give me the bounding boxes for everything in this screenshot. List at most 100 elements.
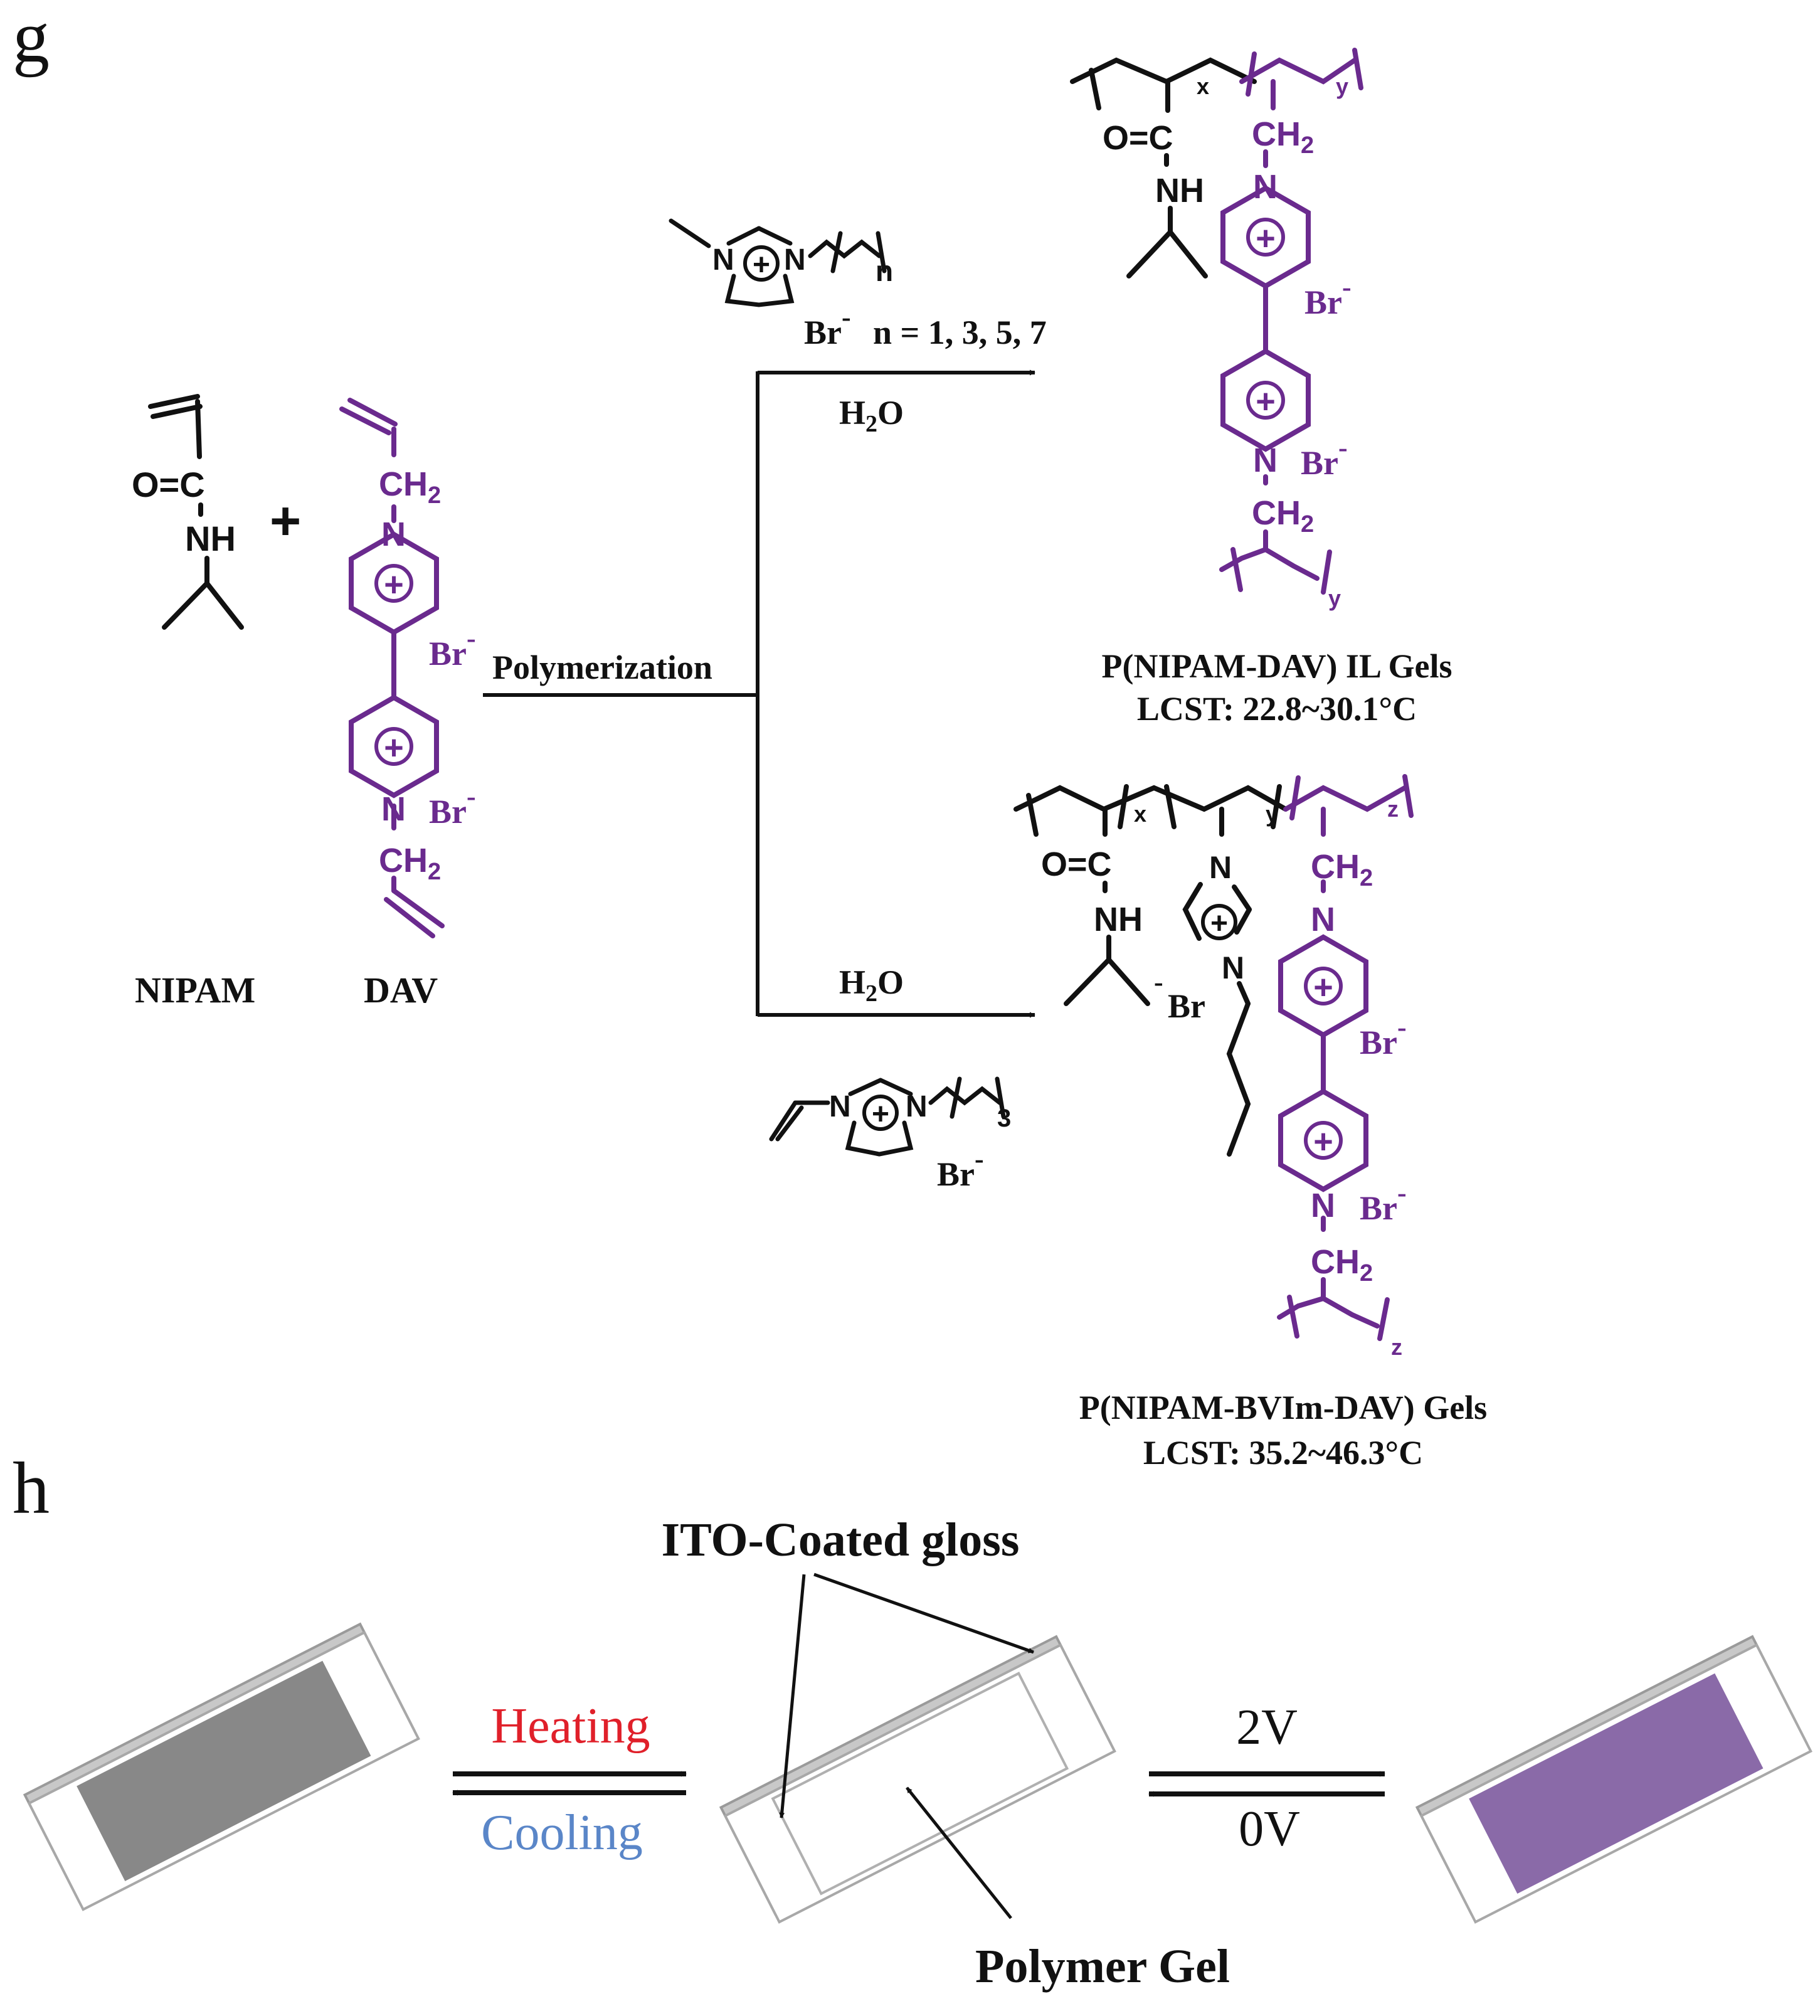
- top-product-sub-y: y: [1336, 73, 1348, 99]
- bottom-reagent-plus: +: [872, 1098, 889, 1131]
- bottom-product-ch2-top: CH2: [1311, 848, 1373, 891]
- bottom-product-sub-y: y: [1266, 801, 1278, 827]
- top-product-plus-ring-top: [1246, 218, 1285, 257]
- panel-h-label: h: [13, 1447, 50, 1529]
- top-product-sub-x: x: [1197, 73, 1209, 99]
- dav-plus-bottom: +: [384, 729, 404, 767]
- bottom-product-amide: NH: [1094, 901, 1143, 938]
- bottom-product-viologen: [1277, 774, 1414, 1341]
- nipam-name: NIPAM: [135, 970, 255, 1011]
- plus-sign: +: [270, 491, 301, 551]
- bottom-product-sub-z: z: [1387, 796, 1399, 822]
- bottom-product-imid-n-top: N: [1209, 850, 1232, 885]
- bottom-product-imid-plus-ring: [1201, 904, 1237, 940]
- top-reagent-anion: Br-: [804, 302, 851, 351]
- bottom-product-carbonyl: O=C: [1041, 846, 1112, 883]
- heating-label: Heating: [491, 1699, 650, 1754]
- top-reagent-subscript-n: n: [876, 255, 893, 287]
- dav-name: DAV: [364, 970, 438, 1011]
- nipam-carbonyl-text: O=C: [132, 465, 205, 504]
- dav-plus-ring-top: [374, 564, 413, 603]
- device-middle: [719, 1635, 1116, 1924]
- bottom-product-n-top: N: [1311, 901, 1335, 938]
- polymerization-label: Polymerization: [492, 649, 712, 686]
- dav-br-top: Br-: [429, 623, 476, 672]
- top-product-plus-top: +: [1256, 220, 1276, 257]
- dav-br-bottom: Br-: [429, 781, 476, 830]
- top-reagent-n-right: N: [784, 243, 806, 277]
- cooling-label: Cooling: [481, 1805, 643, 1860]
- top-product-ch2-top: CH2: [1252, 115, 1314, 159]
- top-product-br-top: Br-: [1304, 272, 1352, 321]
- polymer-gel-label: Polymer Gel: [975, 1940, 1230, 1993]
- bottom-product-lcst: LCST: 35.2~46.3°C: [1143, 1434, 1423, 1472]
- bottom-product-plus-bottom: +: [1313, 1123, 1333, 1160]
- device-right: [1415, 1635, 1812, 1924]
- bottom-product-imid-plus: +: [1210, 907, 1228, 940]
- bottom-solvent-label: H2O: [839, 963, 904, 1007]
- top-product-backbone: [1070, 57, 1257, 279]
- bottom-product-backbone: [1013, 784, 1288, 1157]
- top-product-lcst: LCST: 22.8~30.1°C: [1137, 690, 1417, 728]
- bottom-reagent-n-right: N: [906, 1090, 928, 1123]
- n-values-label: n = 1, 3, 5, 7: [873, 314, 1047, 351]
- bottom-product-ch2-bottom: CH2: [1311, 1243, 1373, 1287]
- ito-label: ITO-Coated gloss: [662, 1514, 1020, 1566]
- device-left-gel: [77, 1660, 371, 1881]
- nipam-structure: [148, 394, 244, 630]
- top-product-plus-bottom: +: [1256, 383, 1276, 420]
- panel-g-label: g: [13, 0, 50, 78]
- dav-ch2-top: CH2: [379, 465, 441, 509]
- bottom-product-br-top: Br-: [1360, 1012, 1407, 1061]
- bottom-product-sub-x: x: [1134, 801, 1146, 827]
- dav-ch2-bottom: CH2: [379, 842, 441, 885]
- top-imidazolium-structure: [669, 218, 887, 307]
- top-product-n-bottom: N: [1253, 442, 1278, 479]
- heating-cooling-arrows: [452, 1771, 687, 1796]
- bottom-product-br-imid: Br-: [1154, 967, 1205, 1025]
- bottom-product-n-bottom: N: [1311, 1187, 1335, 1224]
- top-reagent-n-left: N: [712, 243, 734, 277]
- top-product-name: P(NIPAM-DAV) IL Gels: [1102, 647, 1452, 685]
- top-product-carbonyl: O=C: [1103, 119, 1173, 157]
- voltage-off-label: 0V: [1239, 1801, 1300, 1857]
- bottom-product-br-bottom: Br-: [1360, 1177, 1407, 1227]
- top-product-n-top: N: [1253, 168, 1278, 206]
- bottom-reagent-plus-ring: [862, 1095, 899, 1131]
- panel-h: h Heating Cooling ITO-Coated gloss Polym…: [13, 1447, 1812, 1993]
- top-product-sub-y-bottom: y: [1328, 585, 1341, 611]
- voltage-on-label: 2V: [1236, 1700, 1298, 1755]
- dav-structure: [339, 398, 445, 938]
- bottom-product-plus-top: +: [1313, 968, 1333, 1006]
- bottom-reagent-subscript-3: 3: [997, 1105, 1011, 1132]
- top-solvent-label: H2O: [839, 394, 904, 437]
- device-middle-gel: [771, 1672, 1069, 1896]
- top-product-br-bottom: Br-: [1301, 432, 1348, 482]
- top-reagent-plus-ring: [743, 245, 780, 282]
- annotation-lines: [779, 1573, 1034, 1919]
- voltage-arrows: [1148, 1771, 1385, 1797]
- bottom-reagent-anion: Br-: [937, 1143, 984, 1193]
- dav-n-bottom: N: [381, 790, 406, 828]
- top-product-ch2-bottom: CH2: [1252, 494, 1314, 538]
- top-product-amide: NH: [1155, 172, 1204, 210]
- device-right-gel: [1469, 1673, 1764, 1894]
- dav-n-top: N: [381, 516, 406, 553]
- bottom-product-sub-z-bottom: z: [1391, 1334, 1402, 1360]
- bottom-product-plus-ring-bottom: [1304, 1121, 1343, 1160]
- device-left: [23, 1622, 420, 1911]
- nipam-amide-text: NH: [185, 519, 236, 558]
- bottom-product-plus-ring-top: [1304, 967, 1343, 1005]
- reaction-lines: [483, 369, 1035, 1018]
- dav-plus-ring-bottom: [374, 727, 413, 766]
- panel-g: g O=C NH NIPAM +: [13, 0, 1487, 1472]
- top-product-plus-ring-bottom: [1246, 381, 1285, 420]
- dav-plus-top: +: [384, 566, 404, 603]
- top-reagent-plus: +: [753, 248, 770, 282]
- top-product-viologen: [1219, 48, 1363, 595]
- bottom-product-name: P(NIPAM-BVIm-DAV) Gels: [1079, 1389, 1487, 1426]
- bottom-reagent-n-left: N: [829, 1090, 851, 1123]
- bottom-product-imid-n-bottom: N: [1222, 950, 1244, 985]
- bottom-imidazolium-structure: [769, 1076, 1006, 1157]
